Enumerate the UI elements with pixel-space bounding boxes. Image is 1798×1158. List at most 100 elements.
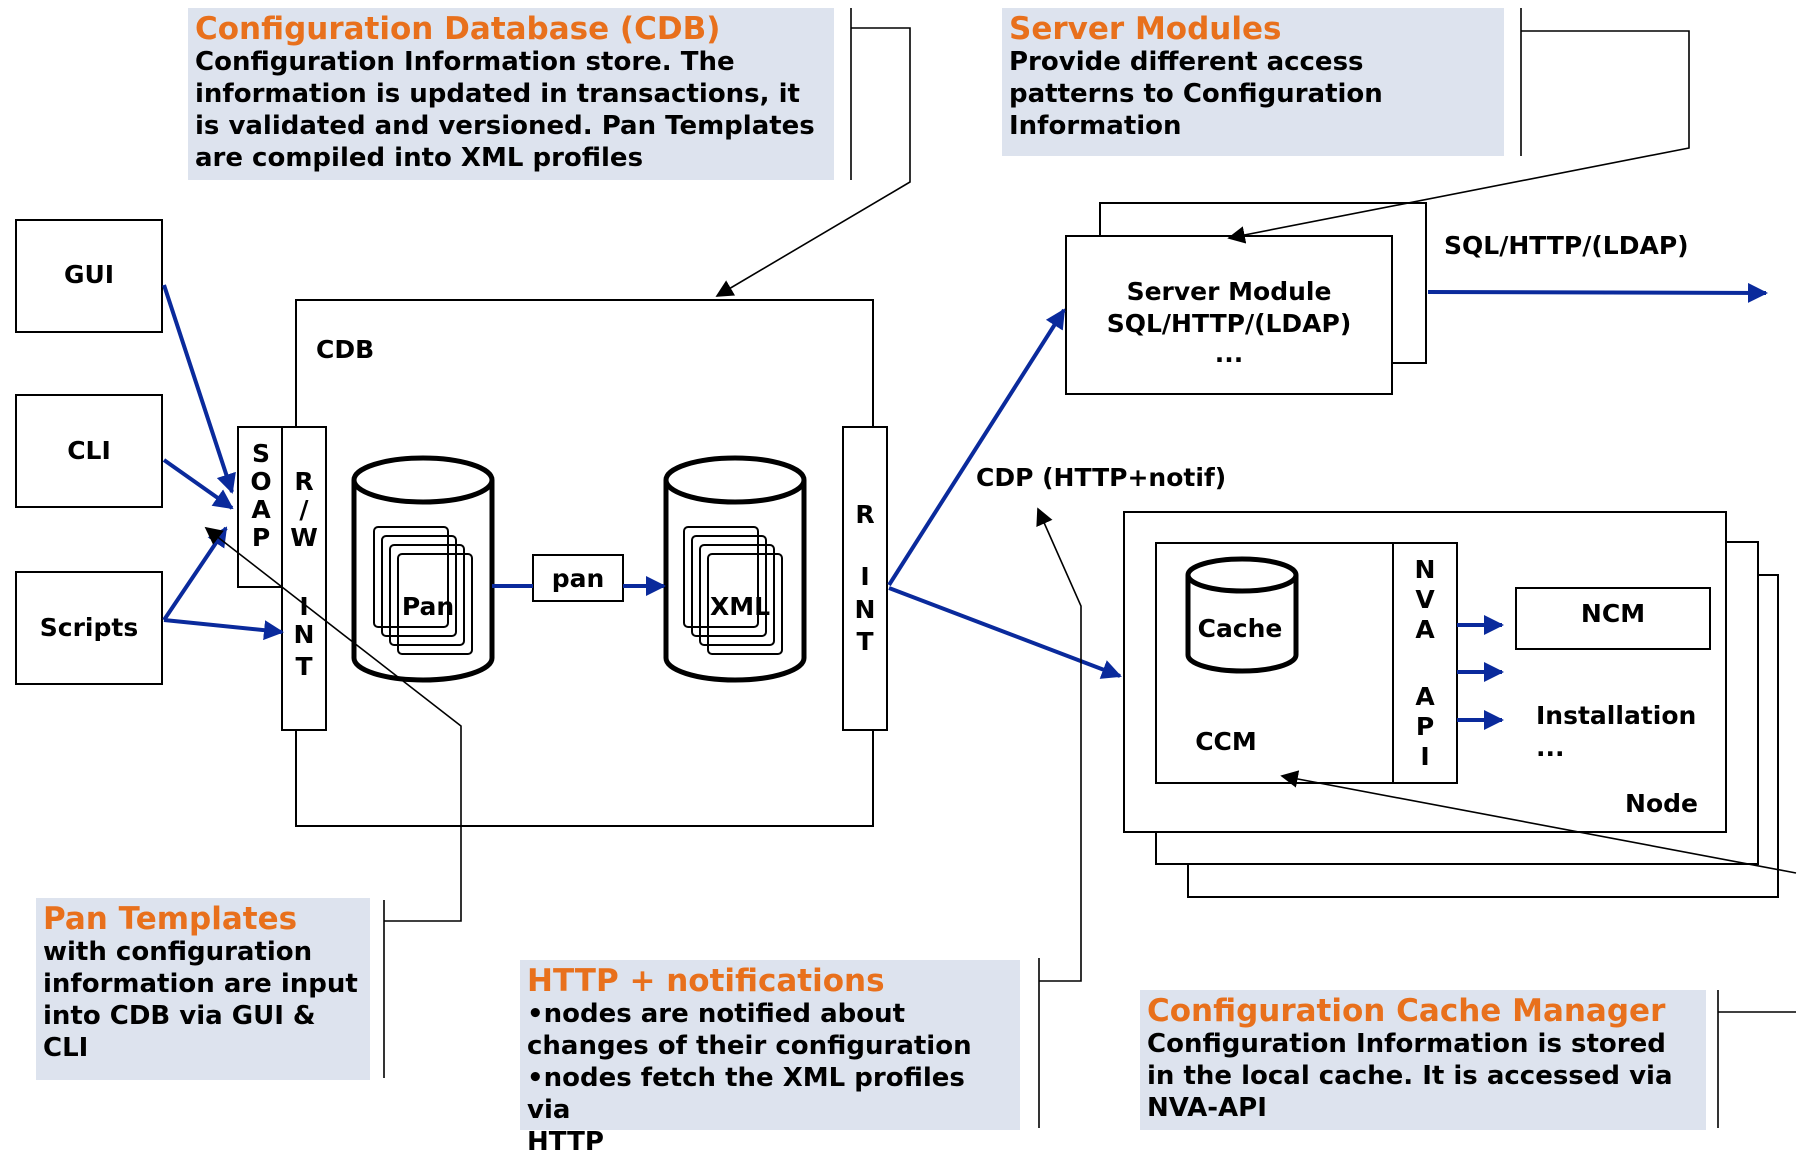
http-note-line: •nodes fetch the XML profiles via <box>527 1063 965 1125</box>
rw-letter: / <box>299 495 309 524</box>
server-note-leader <box>1227 30 1690 244</box>
ccm-note-line: in the local cache. It is accessed via <box>1147 1061 1673 1091</box>
server-note-title: Server Modules <box>1009 11 1282 47</box>
rw-letter: W <box>290 523 318 552</box>
cdb-note-line: information is updated in transactions, … <box>195 79 800 109</box>
scripts-box <box>15 571 163 685</box>
server-module-box <box>1065 235 1393 395</box>
ccm-note-line: NVA-API <box>1147 1093 1267 1123</box>
http-notifications-note: HTTP + notifications •nodes are notified… <box>520 960 1020 1157</box>
nva-letter: I <box>1420 742 1429 771</box>
rw-letter: I <box>299 592 308 621</box>
ccm-note-line: Configuration Information is stored <box>1147 1029 1666 1059</box>
r-int-bar <box>842 426 888 731</box>
cdb-note-line: are compiled into XML profiles <box>195 143 644 173</box>
rint-letter: R <box>855 500 874 529</box>
rint-to-node-arrow <box>888 586 1122 679</box>
r-int-letters: R I N T <box>855 500 876 656</box>
soap-letter: P <box>252 523 270 552</box>
rw-int-letters: R / W I N T <box>290 467 318 681</box>
cdb-note-leader <box>715 27 911 297</box>
http-note-line: HTTP <box>527 1127 604 1157</box>
pan-note-title: Pan Templates <box>43 901 298 937</box>
gui-label: GUI <box>64 260 114 289</box>
http-note-line: changes of their configuration <box>527 1031 972 1061</box>
server-note-line: patterns to Configuration <box>1009 79 1383 109</box>
installation-ellipsis: ... <box>1536 733 1565 762</box>
server-protocol-label: SQL/HTTP/(LDAP) <box>1444 231 1689 260</box>
pan-transform-box <box>532 554 624 602</box>
soap-letter: A <box>251 495 271 524</box>
ccm-note-body: Configuration Information is stored in t… <box>1147 1028 1699 1124</box>
soap-letter: S <box>252 439 270 468</box>
installation-label: Installation <box>1536 701 1696 730</box>
rw-letter: R <box>294 467 313 496</box>
nva-letter: P <box>1416 712 1434 741</box>
cdb-note-line: Configuration Information store. The <box>195 47 735 77</box>
cdb-note-body: Configuration Information store. The inf… <box>195 46 827 174</box>
pan-document-stack-icon <box>373 526 473 655</box>
http-note-line: •nodes are notified about <box>527 999 906 1029</box>
rw-letter: N <box>294 620 315 649</box>
cdb-note-line: is validated and versioned. Pan Template… <box>195 111 815 141</box>
cache-label: Cache <box>1198 614 1283 643</box>
cli-to-soap-arrow <box>162 458 234 510</box>
server-modules-note: Server Modules Provide different access … <box>1002 8 1504 156</box>
rint-letter: I <box>860 562 869 591</box>
http-note-title: HTTP + notifications <box>527 963 885 999</box>
cdp-label: CDP (HTTP+notif) <box>976 463 1226 492</box>
cdb-note-title: Configuration Database (CDB) <box>195 11 721 47</box>
callout-lines <box>204 8 1797 1128</box>
rint-letter: N <box>855 595 876 624</box>
ccm-note-title: Configuration Cache Manager <box>1147 993 1666 1029</box>
cli-box <box>15 394 163 508</box>
ccm-note: Configuration Cache Manager Configuratio… <box>1140 990 1706 1130</box>
server-module-line: SQL/HTTP/(LDAP) <box>1107 309 1352 338</box>
server-module-line: Server Module <box>1127 277 1332 306</box>
server-note-line: Information <box>1009 111 1182 141</box>
server-protocol-arrow <box>1427 282 1768 303</box>
pan-note-leader <box>204 526 462 922</box>
soap-bar <box>237 426 285 588</box>
pan-note-line: CLI <box>43 1033 89 1063</box>
cache-database <box>1185 556 1299 674</box>
soap-letter: O <box>250 467 271 496</box>
pan-database: Pan <box>351 455 495 683</box>
nva-letter: A <box>1415 615 1435 644</box>
nva-letter: V <box>1415 585 1435 614</box>
architecture-diagram: GUI CLI Scripts CDB S O A P R / W I N T … <box>15 8 1797 1128</box>
xml-document-stack-icon <box>683 526 783 655</box>
nva-api-bar <box>1392 542 1458 784</box>
nva-letter: A <box>1415 682 1435 711</box>
ccm-to-ccm-leader <box>1280 770 1797 874</box>
nva-letter: N <box>1415 555 1436 584</box>
pan-db-label: Pan <box>402 592 454 621</box>
rw-letter: T <box>295 652 312 681</box>
scripts-label: Scripts <box>40 613 138 642</box>
soap-letters: S O A P <box>250 439 271 552</box>
node-label: Node <box>1625 789 1698 818</box>
gui-to-soap-arrow <box>162 284 236 494</box>
server-module-line: ... <box>1215 339 1244 368</box>
scripts-to-rw-arrow <box>163 618 284 641</box>
server-note-line: Provide different access <box>1009 47 1364 77</box>
pan-transform-label: pan <box>552 564 605 593</box>
pan-templates-note: Pan Templates with configuration informa… <box>36 898 370 1080</box>
ncm-label: NCM <box>1581 599 1645 628</box>
nva-api-letters: N V A A P I <box>1415 555 1436 771</box>
server-note-body: Provide different access patterns to Con… <box>1009 46 1497 142</box>
xml-db-label: XML <box>710 592 770 621</box>
pan-note-line: information are input <box>43 969 358 999</box>
pan-note-line: into CDB via GUI & <box>43 1001 316 1031</box>
cdb-label: CDB <box>316 335 374 364</box>
rint-to-server-arrow <box>887 308 1066 587</box>
pan-note-line: with configuration <box>43 937 313 967</box>
rint-letter: T <box>856 627 873 656</box>
cli-label: CLI <box>67 436 111 465</box>
http-note-leader <box>1036 507 1082 982</box>
rw-int-bar <box>281 426 327 731</box>
scripts-to-soap-arrow <box>162 526 228 622</box>
cdb-note: Configuration Database (CDB) Configurati… <box>188 8 834 180</box>
ncm-box <box>1515 587 1711 650</box>
http-note-body: •nodes are notified about changes of the… <box>527 998 1013 1158</box>
